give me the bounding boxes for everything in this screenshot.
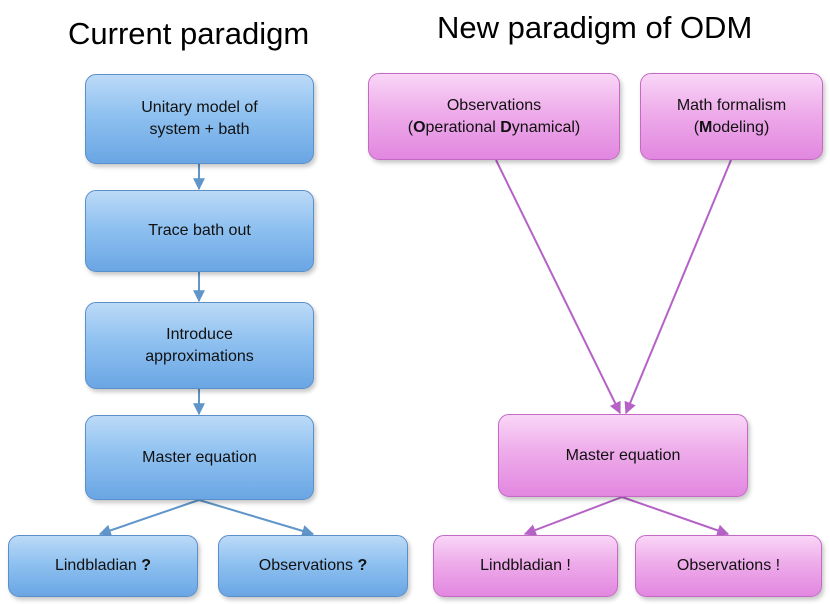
lindbladian-box-current: Lindbladian ?: [8, 535, 198, 597]
lindbladian-box-odm: Lindbladian !: [433, 535, 618, 597]
observations-box-current: Observations ?: [218, 535, 408, 597]
question-mark: ?: [357, 557, 368, 574]
current-paradigm-title: Current paradigm: [68, 16, 310, 51]
observations-odm-line-2: (Operational Dynamical): [407, 118, 581, 136]
approx-line-1: Introduce: [166, 325, 233, 343]
lindbladian-label-odm: Lindbladian !: [480, 557, 571, 574]
approx-line-2: approximations: [145, 347, 254, 365]
observations-label-odm: Observations !: [676, 557, 781, 574]
math-formalism-line-1: Math formalism: [676, 96, 787, 114]
trace-bath-label: Trace bath out: [148, 222, 251, 239]
unitary-line-1: Unitary model of: [141, 99, 258, 116]
arrow-observations-to-master: [495, 159, 621, 415]
arrow-master-to-lindbladian-odm: [523, 496, 623, 536]
observations-odm-box: Observations (Operational Dynamical): [368, 73, 620, 160]
odm-paradigm-title: New paradigm of ODM: [437, 10, 753, 45]
question-mark: ?: [141, 557, 152, 574]
arrow-master-to-lindbladian: [98, 499, 200, 537]
observations-label-current: Observations ?: [258, 557, 368, 574]
math-formalism-box: Math formalism (Modeling): [640, 73, 823, 160]
arrow-master-to-observations-odm: [621, 496, 730, 537]
master-equation-box-odm: Master equation: [498, 414, 748, 497]
approximations-box: Introduce approximations: [85, 302, 314, 389]
observations-box-odm: Observations !: [635, 535, 822, 597]
math-formalism-line-2: (Modeling): [693, 118, 770, 136]
observations-odm-line-1: Observations: [446, 96, 542, 114]
master-equation-label-current: Master equation: [142, 448, 257, 466]
arrow-master-to-observations: [198, 499, 315, 537]
unitary-line-2: system + bath: [149, 121, 250, 138]
unitary-model-box: Unitary model of system + bath: [85, 74, 314, 164]
master-equation-label-odm: Master equation: [565, 446, 681, 464]
arrow-math-to-master: [624, 159, 732, 415]
trace-bath-box: Trace bath out: [85, 190, 314, 272]
master-equation-box-current: Master equation: [85, 415, 314, 500]
lindbladian-label-current: Lindbladian ?: [54, 557, 152, 574]
